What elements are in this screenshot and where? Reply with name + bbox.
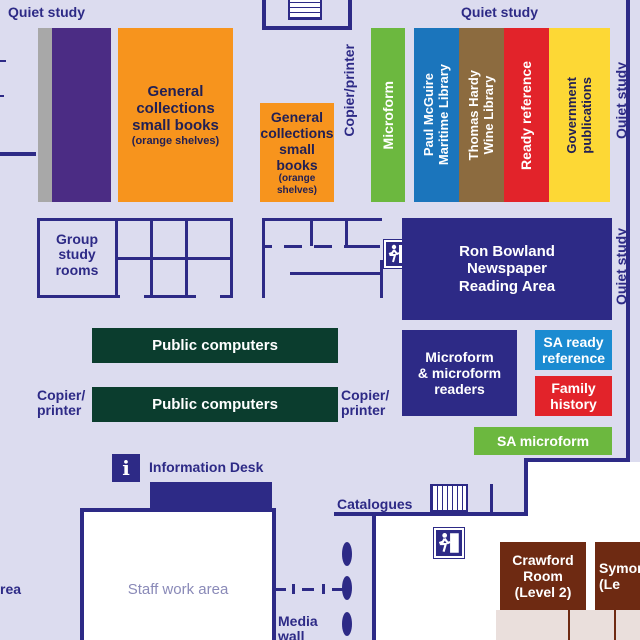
- maritime-library-block: Paul McGuire Maritime Library: [414, 28, 459, 202]
- quiet-study-label: Quiet study: [613, 228, 629, 306]
- microform-block: Microform: [371, 28, 405, 202]
- general-collections-block: General collections small books (orange …: [260, 103, 334, 202]
- newspaper-reading-area-label: Ron Bowland Newspaper Reading Area: [458, 243, 556, 295]
- wine-library-label: Thomas Hardy Wine Library: [465, 69, 496, 161]
- crawford-room-label: Crawford Room (Level 2): [512, 551, 574, 601]
- wall-right-outer: [626, 0, 630, 462]
- media-wall-label: Media wall: [278, 613, 318, 640]
- small-room-door-gap: [272, 245, 284, 248]
- maritime-library-label: Paul McGuire Maritime Library: [420, 64, 451, 166]
- small-room-wall: [290, 272, 380, 275]
- quiet-study-label: Quiet study: [461, 4, 539, 20]
- general-collections-note: (orange shelves): [276, 173, 318, 196]
- small-room-wall: [310, 218, 313, 246]
- wall-right-lower: [524, 458, 528, 512]
- media-wall-screen: [342, 576, 352, 600]
- wall-top-block-right: [348, 0, 352, 30]
- wall-staff-left: [80, 508, 84, 640]
- government-publications-label: Government publications: [563, 76, 594, 154]
- wine-library-block: Thomas Hardy Wine Library: [459, 28, 504, 202]
- media-wall-marker: [276, 588, 286, 591]
- catalogues-label: Catalogues: [337, 496, 413, 512]
- crawford-door-line: [614, 610, 616, 640]
- government-publications-block: Government publications: [549, 28, 610, 202]
- media-wall-screen: [342, 612, 352, 636]
- general-collections-block: General collections small books (orange …: [118, 28, 233, 202]
- information-desk-label: Information Desk: [149, 459, 264, 475]
- white-area-staff: [84, 512, 276, 640]
- wall-catalogue-shelf: [334, 512, 528, 516]
- grey-shelf: [38, 28, 52, 202]
- left-edge-marks-2: [0, 95, 4, 97]
- microform-readers-label: Microform & microform readers: [417, 348, 502, 398]
- public-computers-block: Public computers: [92, 328, 338, 363]
- staff-work-area-label: Staff work area: [127, 581, 229, 598]
- wall-corridor-left: [372, 516, 376, 640]
- group-study-door-gap: [120, 295, 144, 299]
- information-desk: [150, 482, 272, 510]
- group-study-door-gap: [196, 295, 220, 299]
- small-room-door-gap: [332, 245, 344, 248]
- wall-staff-top: [80, 508, 276, 512]
- family-history-label: Family history: [550, 379, 597, 412]
- ready-reference-label: Ready reference: [518, 60, 535, 170]
- small-room-wall: [262, 245, 380, 248]
- area-label: rea: [0, 581, 22, 597]
- small-room-wall: [380, 260, 383, 298]
- wall-top-block: [262, 0, 266, 30]
- symon-room-block: Symon (Le: [595, 542, 640, 610]
- newspaper-reading-area: Ron Bowland Newspaper Reading Area: [402, 218, 612, 320]
- media-wall-screen: [342, 542, 352, 566]
- public-computers-label: Public computers: [152, 395, 278, 413]
- microform-label: Microform: [379, 80, 396, 150]
- quiet-study-label: Quiet study: [8, 4, 86, 20]
- sa-microform-block: SA microform: [474, 427, 612, 455]
- group-study-rooms-label: Group study rooms: [55, 231, 99, 278]
- symon-room-label: Symon (Le: [599, 559, 640, 592]
- small-room-wall: [345, 218, 348, 246]
- microform-readers-block: Microform & microform readers: [402, 330, 517, 416]
- media-wall-marker: [292, 584, 295, 594]
- general-collections-note: (orange shelves): [131, 134, 220, 147]
- family-history-block: Family history: [535, 376, 612, 416]
- stairs-icon: [430, 484, 468, 512]
- small-room-door-gap: [302, 245, 314, 248]
- group-study-divider: [118, 257, 230, 260]
- general-collections-title: General collections small books: [260, 108, 334, 174]
- wall-top-block-bottom: [262, 26, 352, 30]
- copier-printer-label: Copier/ printer: [37, 387, 86, 419]
- small-room-cluster: [262, 218, 382, 298]
- general-collections-title: General collections small books: [132, 82, 219, 135]
- quiet-study-label: Quiet study: [613, 62, 629, 140]
- media-wall-marker: [332, 588, 344, 591]
- left-edge-marks: [0, 60, 6, 62]
- purple-collection-block: [52, 28, 111, 202]
- crawford-door-line: [568, 610, 570, 640]
- media-wall-marker: [302, 588, 314, 591]
- sa-ready-reference-block: SA ready reference: [535, 330, 612, 370]
- stairs-wall: [490, 484, 493, 512]
- wall-left-shelf: [0, 152, 36, 156]
- stairs-icon: [288, 0, 322, 20]
- wall-right-step: [524, 458, 630, 462]
- media-wall-marker: [322, 584, 325, 594]
- crawford-room-block: Crawford Room (Level 2): [500, 542, 586, 610]
- group-study-divider: [115, 218, 118, 298]
- public-computers-label: Public computers: [152, 336, 278, 354]
- ready-reference-block: Ready reference: [504, 28, 549, 202]
- wall-staff-right: [272, 508, 276, 640]
- information-icon-glyph: i: [122, 455, 130, 480]
- copier-printer-label: Copier/printer: [341, 44, 357, 137]
- public-computers-block: Public computers: [92, 387, 338, 422]
- information-icon: i: [112, 454, 140, 482]
- sa-ready-reference-label: SA ready reference: [541, 333, 606, 366]
- sa-microform-label: SA microform: [496, 432, 590, 449]
- emergency-exit-icon: [434, 528, 464, 558]
- copier-printer-label: Copier/ printer: [341, 387, 390, 419]
